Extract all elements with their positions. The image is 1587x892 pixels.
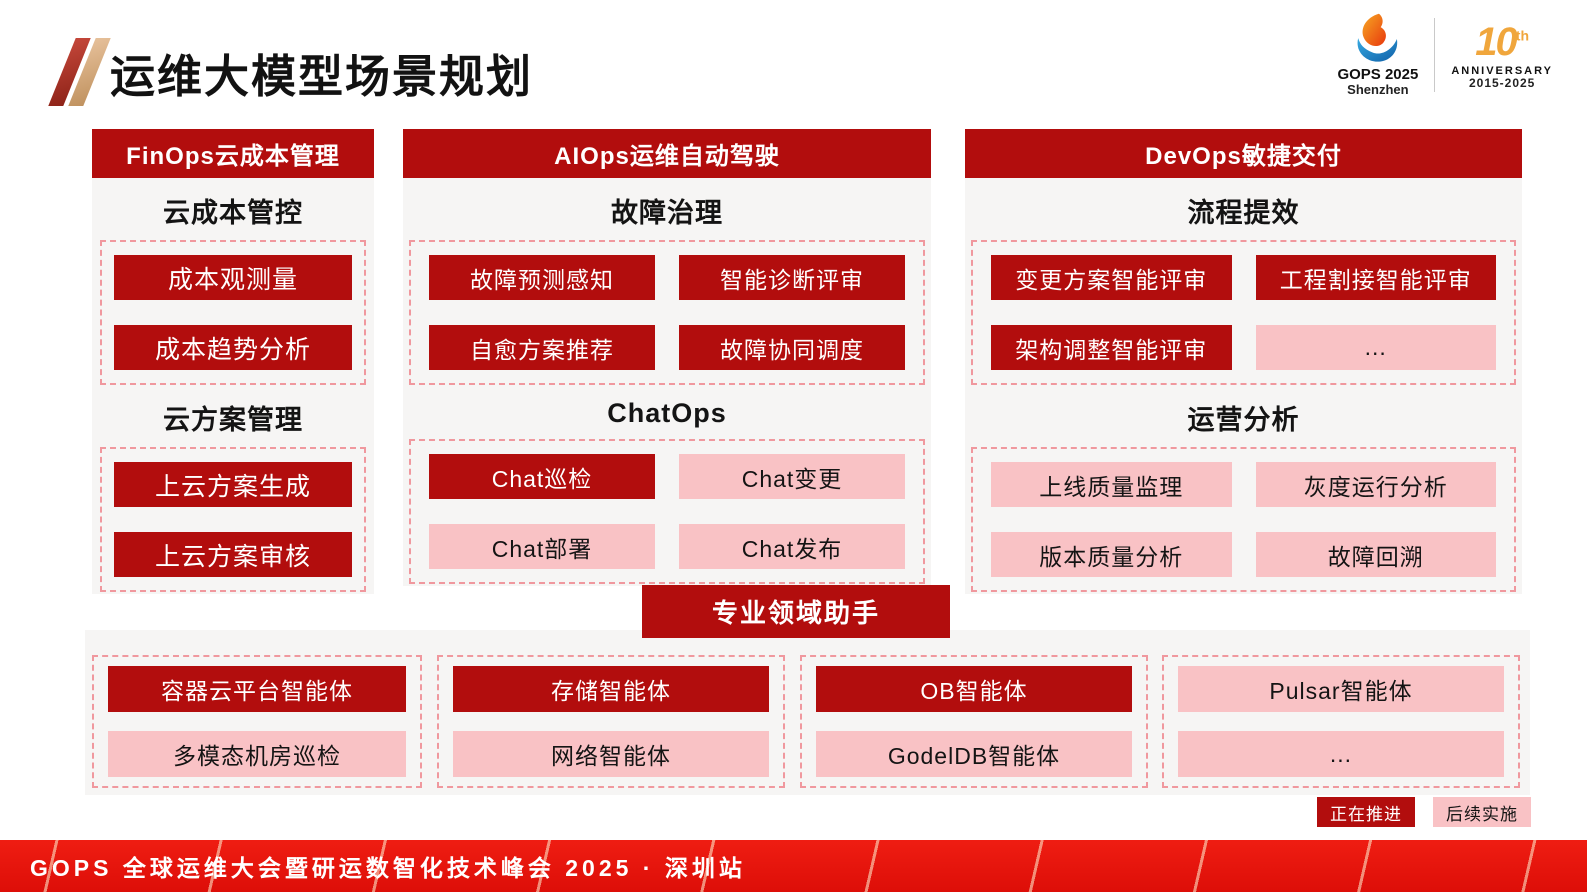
assistant-group-storage-network: 存储智能体 网络智能体: [437, 655, 785, 788]
anniversary-number-text: 10: [1475, 19, 1517, 64]
assistants-header: 专业领域助手: [642, 585, 950, 638]
dashed-group-fault-governance: 故障预测感知 智能诊断评审 自愈方案推荐 故障协同调度: [409, 240, 925, 385]
scenario-card: 上云方案审核: [114, 532, 352, 577]
scenario-card: 自愈方案推荐: [429, 325, 655, 370]
scenario-card: Chat部署: [429, 524, 655, 569]
section-title-cloud-plan-mgmt: 云方案管理: [163, 405, 303, 435]
scenario-card: 故障回溯: [1255, 532, 1496, 577]
assistants-panel: 容器云平台智能体 多模态机房巡检 存储智能体 网络智能体 OB智能体 Godel…: [85, 630, 1530, 795]
scenario-card: Chat变更: [679, 454, 905, 499]
assistant-card: OB智能体: [816, 666, 1132, 712]
assistant-group-container-cloud: 容器云平台智能体 多模态机房巡检: [92, 655, 422, 788]
scenario-card: 智能诊断评审: [679, 255, 905, 300]
scenario-card: 上线质量监理: [991, 462, 1232, 507]
scenario-card: 工程割接智能评审: [1255, 255, 1496, 300]
section-title-chatops: ChatOps: [607, 398, 727, 428]
section-title-operations-analysis: 运营分析: [1187, 405, 1300, 435]
column-aiops: AIOps运维自动驾驶 故障治理 故障预测感知 智能诊断评审 自愈方案推荐 故障…: [403, 129, 931, 586]
assistant-card: Pulsar智能体: [1178, 666, 1504, 712]
anniversary-logo: 10th ANNIVERSARY 2015-2025: [1451, 20, 1553, 91]
dashed-group-process-efficiency: 变更方案智能评审 工程割接智能评审 架构调整智能评审 ...: [971, 240, 1516, 385]
brand-divider: [1434, 18, 1436, 93]
assistant-card: 容器云平台智能体: [108, 666, 406, 712]
status-legend: 正在推进 后续实施: [1317, 797, 1531, 827]
scenario-card: ...: [1255, 325, 1496, 370]
footer-banner: GOPS 全球运维大会暨研运数智化技术峰会 2025 · 深圳站: [0, 840, 1587, 892]
column-finops-body: 云成本管控 成本观测量 成本趋势分析 云方案管理 上云方案生成 上云方案审核: [92, 178, 374, 594]
anniversary-label: ANNIVERSARY: [1451, 64, 1553, 77]
dashed-group-cloud-plan-mgmt: 上云方案生成 上云方案审核: [100, 447, 366, 592]
scenario-card: Chat发布: [679, 524, 905, 569]
scenario-card: 成本观测量: [114, 255, 352, 300]
assistant-card: 存储智能体: [453, 666, 769, 712]
scenario-card: 故障预测感知: [429, 255, 655, 300]
legend-item-in-progress: 正在推进: [1317, 797, 1415, 827]
column-aiops-header: AIOps运维自动驾驶: [403, 129, 931, 178]
anniversary-number: 10th: [1475, 20, 1529, 65]
section-title-process-efficiency: 流程提效: [1187, 198, 1300, 228]
title-slash-decoration: [48, 38, 111, 106]
anniversary-suffix: th: [1515, 27, 1530, 44]
scenario-card: Chat巡检: [429, 454, 655, 499]
assistant-card: 多模态机房巡检: [108, 731, 406, 777]
scenario-card: 上云方案生成: [114, 462, 352, 507]
page-title: 运维大模型场景规划: [110, 51, 534, 102]
legend-item-planned: 后续实施: [1433, 797, 1531, 827]
column-devops: DevOps敏捷交付 流程提效 变更方案智能评审 工程割接智能评审 架构调整智能…: [965, 129, 1522, 594]
section-title-cloud-cost-control: 云成本管控: [163, 198, 303, 228]
dashed-group-operations-analysis: 上线质量监理 灰度运行分析 版本质量分析 故障回溯: [971, 447, 1516, 592]
scenario-card: 成本趋势分析: [114, 325, 352, 370]
assistant-group-databases: OB智能体 GodelDB智能体: [800, 655, 1148, 788]
brand-logos: GOPS 2025 Shenzhen 10th ANNIVERSARY 2015…: [1337, 12, 1553, 98]
gops-logo-city: Shenzhen: [1347, 82, 1409, 98]
column-devops-header: DevOps敏捷交付: [965, 129, 1522, 178]
assistant-card: ...: [1178, 731, 1504, 777]
scenario-card: 版本质量分析: [991, 532, 1232, 577]
column-aiops-body: 故障治理 故障预测感知 智能诊断评审 自愈方案推荐 故障协同调度 ChatOps…: [403, 178, 931, 586]
section-title-fault-governance: 故障治理: [611, 198, 723, 228]
assistant-card: GodelDB智能体: [816, 731, 1132, 777]
scenario-card: 架构调整智能评审: [991, 325, 1232, 370]
anniversary-years: 2015-2025: [1468, 75, 1536, 90]
footer-text: GOPS 全球运维大会暨研运数智化技术峰会 2025 · 深圳站: [30, 855, 746, 881]
gops-logo: GOPS 2025 Shenzhen: [1337, 12, 1418, 98]
scenario-card: 变更方案智能评审: [991, 255, 1232, 300]
gops-logo-title: GOPS 2025: [1337, 66, 1419, 83]
column-finops-header: FinOps云成本管理: [92, 129, 374, 178]
assistant-group-pulsar-other: Pulsar智能体 ...: [1162, 655, 1520, 788]
column-finops: FinOps云成本管理 云成本管控 成本观测量 成本趋势分析 云方案管理 上云方…: [92, 129, 374, 594]
assistant-card: 网络智能体: [453, 731, 769, 777]
column-devops-body: 流程提效 变更方案智能评审 工程割接智能评审 架构调整智能评审 ... 运营分析…: [965, 178, 1522, 594]
scenario-card: 故障协同调度: [679, 325, 905, 370]
scenario-card: 灰度运行分析: [1255, 462, 1496, 507]
dashed-group-cloud-cost-control: 成本观测量 成本趋势分析: [100, 240, 366, 385]
dashed-group-chatops: Chat巡检 Chat变更 Chat部署 Chat发布: [409, 439, 925, 584]
gops-flame-icon: [1357, 13, 1398, 62]
